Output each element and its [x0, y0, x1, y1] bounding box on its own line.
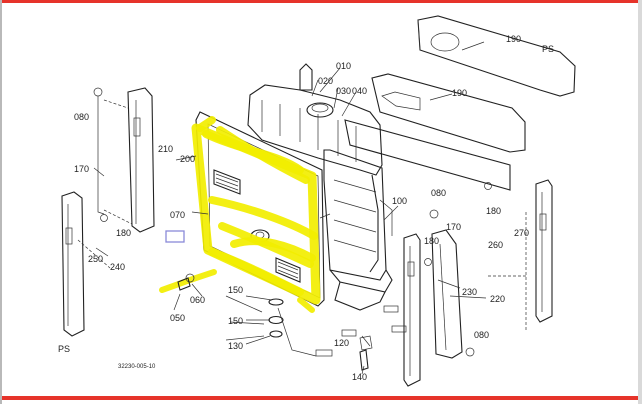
- callout-260[interactable]: 260: [488, 240, 503, 250]
- leader-lines: [93, 41, 487, 375]
- shroud-panel-upper[interactable]: [417, 15, 576, 97]
- callout-200[interactable]: 200: [180, 154, 195, 164]
- ps-label-top: PS: [542, 44, 554, 54]
- left-bracket-upper[interactable]: [93, 87, 155, 233]
- right-border: [638, 0, 642, 404]
- callout-180-middle[interactable]: 180: [424, 236, 439, 246]
- callout-150-upper[interactable]: 150: [228, 285, 243, 295]
- callout-060[interactable]: 060: [190, 295, 205, 305]
- right-bracket-rear[interactable]: [424, 209, 475, 359]
- callout-050[interactable]: 050: [170, 313, 185, 323]
- callout-210[interactable]: 210: [158, 144, 173, 154]
- callout-010[interactable]: 010: [336, 61, 351, 71]
- far-right-bracket[interactable]: [488, 179, 553, 330]
- callout-080-left[interactable]: 080: [74, 112, 89, 122]
- callout-020[interactable]: 020: [318, 76, 333, 86]
- callout-170-left[interactable]: 170: [74, 164, 89, 174]
- right-bracket-front[interactable]: [403, 233, 421, 387]
- radiator-assembly[interactable]: [247, 63, 393, 311]
- callout-250[interactable]: 250: [88, 254, 103, 264]
- callout-140[interactable]: 140: [352, 372, 367, 382]
- yellow-highlight-strokes: [159, 116, 321, 313]
- ps-label-bottom: PS: [58, 344, 70, 354]
- hardware-pieces[interactable]: [177, 182, 492, 371]
- callout-120[interactable]: 120: [334, 338, 349, 348]
- callout-190-upper[interactable]: 190: [506, 34, 521, 44]
- callout-190-lower[interactable]: 190: [452, 88, 467, 98]
- callout-150-lower[interactable]: 150: [228, 316, 243, 326]
- callout-100[interactable]: 100: [392, 196, 407, 206]
- drawing-code: 32230-005-10: [118, 364, 156, 370]
- selection-box[interactable]: [165, 230, 185, 243]
- callout-180-left[interactable]: 180: [116, 228, 131, 238]
- callout-030[interactable]: 030: [336, 86, 351, 96]
- callout-080-right-bottom[interactable]: 080: [474, 330, 489, 340]
- callout-070[interactable]: 070: [170, 210, 185, 220]
- callout-240[interactable]: 240: [110, 262, 125, 272]
- callout-040[interactable]: 040: [352, 86, 367, 96]
- top-border: [0, 0, 642, 3]
- shroud-panel-lower[interactable]: [344, 73, 526, 191]
- callout-180-right[interactable]: 180: [486, 206, 501, 216]
- callout-170-right[interactable]: 170: [446, 222, 461, 232]
- left-bracket-lower[interactable]: [61, 191, 111, 337]
- bottom-border: [0, 396, 642, 400]
- callout-080-right-top[interactable]: 080: [431, 188, 446, 198]
- callout-130[interactable]: 130: [228, 341, 243, 351]
- callout-270[interactable]: 270: [514, 228, 529, 238]
- callout-230[interactable]: 230: [462, 287, 477, 297]
- callout-220[interactable]: 220: [490, 294, 505, 304]
- left-border: [0, 0, 2, 404]
